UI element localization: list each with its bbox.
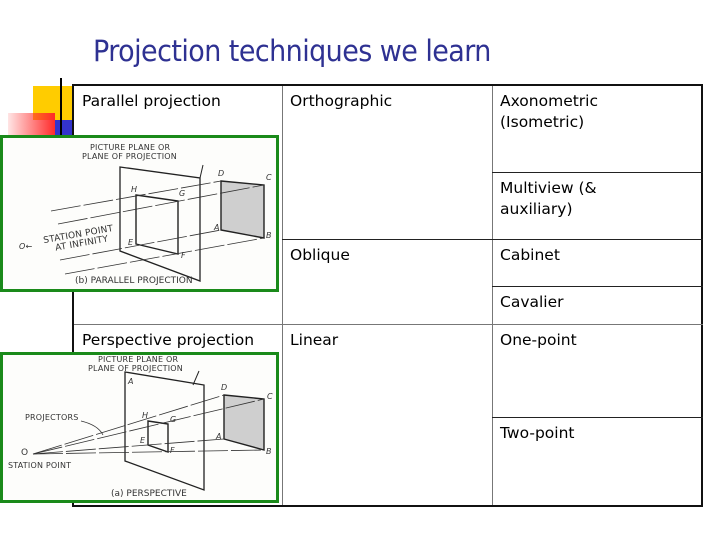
cell-one-point: One-point (500, 331, 577, 349)
cell-parallel-projection: Parallel projection (82, 92, 221, 110)
column-divider (492, 86, 493, 505)
row-divider (282, 239, 703, 240)
cell-oblique: Oblique (290, 246, 350, 264)
point-label-f: F (170, 446, 175, 455)
point-label-a: A (214, 223, 220, 232)
plane-label-line2: PLANE OF PROJECTION (88, 364, 183, 373)
row-divider (492, 417, 703, 418)
cell-linear: Linear (290, 331, 339, 349)
point-label-b: B (266, 231, 272, 240)
point-label-d: D (218, 169, 225, 178)
perspective-projection-figure: PICTURE PLANE OR PLANE OF PROJECTION PRO… (0, 352, 279, 503)
point-label-h: H (131, 185, 138, 194)
cell-orthographic: Orthographic (290, 92, 393, 110)
plane-label-line2: PLANE OF PROJECTION (82, 152, 177, 161)
row-divider (492, 286, 703, 287)
plane-label-line1: PICTURE PLANE OR (90, 143, 171, 152)
cell-multiview: Multiview (& auxiliary) (500, 179, 597, 218)
plane-label-line1: PICTURE PLANE OR (98, 355, 179, 364)
point-label-e: E (140, 436, 146, 445)
cell-perspective-projection: Perspective projection (82, 331, 255, 349)
row-divider (74, 324, 703, 325)
point-label-c: C (266, 173, 272, 182)
perspective-projection-diagram (32, 370, 265, 491)
point-label-b: B (266, 447, 272, 456)
cell-cabinet: Cabinet (500, 246, 560, 264)
parallel-projection-figure: PICTURE PLANE OR PLANE OF PROJECTION STA… (0, 135, 279, 292)
origin-label: O← (19, 242, 33, 251)
decorative-red-gradient (8, 113, 55, 136)
decorative-blue-square (55, 120, 72, 136)
point-label-e: E (128, 238, 134, 247)
projectors-label: PROJECTORS (25, 413, 79, 422)
point-label-a-plane: A (128, 377, 134, 386)
origin-label: O (21, 448, 29, 458)
point-label-g: G (179, 189, 186, 198)
slide-title: Projection techniques we learn (93, 34, 491, 68)
point-label-f: F (181, 251, 186, 260)
point-label-c: C (267, 392, 273, 401)
cell-cavalier: Cavalier (500, 293, 564, 311)
point-label-h: H (142, 411, 149, 420)
figure-caption: (b) PARALLEL PROJECTION (75, 276, 193, 286)
point-label-g: G (170, 415, 177, 424)
point-label-d: D (221, 383, 228, 392)
station-label: STATION POINT (8, 461, 72, 470)
parallel-projection-diagram (50, 164, 265, 282)
point-label-a: A (216, 432, 222, 441)
row-divider (492, 172, 703, 173)
decorative-vertical-line (60, 78, 62, 136)
column-divider (282, 86, 283, 505)
figure-caption: (a) PERSPECTIVE (111, 489, 187, 499)
cell-two-point: Two-point (500, 424, 575, 442)
cell-axonometric: Axonometric (Isometric) (500, 92, 599, 131)
